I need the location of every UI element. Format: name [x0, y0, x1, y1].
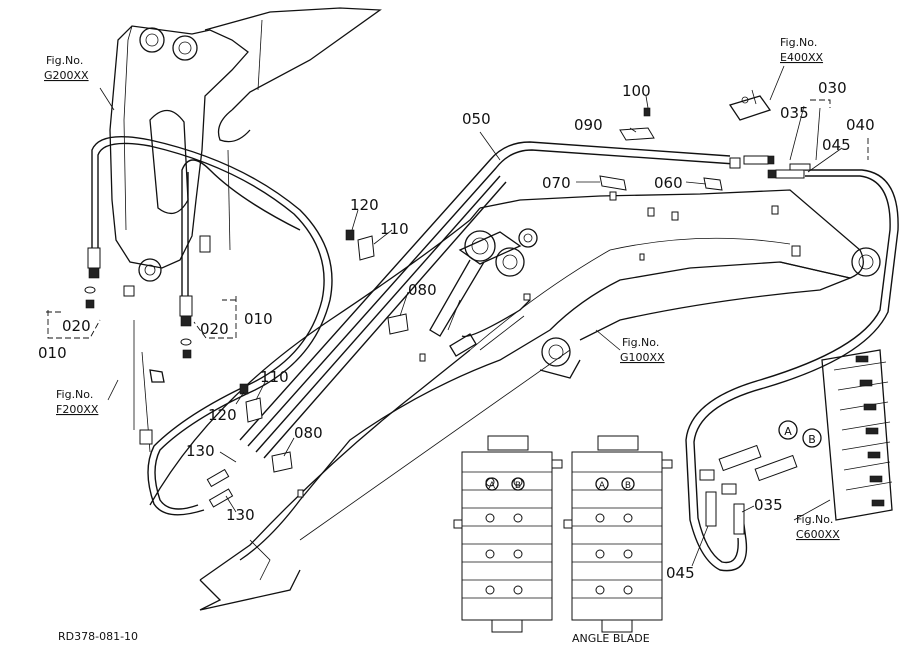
fig-ref-g100-code: G100XX — [620, 351, 665, 364]
callout-070: 070 — [542, 174, 571, 192]
callout-035-top: 035 — [780, 104, 809, 122]
callout-010-left: 010 — [38, 344, 67, 362]
callout-020-right: 020 — [200, 320, 229, 338]
callout-045-bottom: 045 — [666, 564, 695, 582]
callout-130-upper: 130 — [186, 442, 215, 460]
port-a-label: A — [784, 425, 792, 438]
valve-hoses — [685, 169, 899, 572]
callout-020-left: 020 — [62, 317, 91, 335]
bracket-hoses — [91, 135, 333, 516]
port-a-marker: A — [778, 420, 798, 440]
drawing-number: RD378-081-10 — [58, 630, 138, 643]
callout-035-bottom: 035 — [754, 496, 783, 514]
callout-030: 030 — [818, 79, 847, 97]
fig-ref-g200-code: G200XX — [44, 69, 89, 82]
fig-ref-g200-label: Fig.No. — [46, 54, 83, 67]
boom-cylinder — [429, 191, 801, 357]
boom-pipes — [239, 141, 736, 459]
callout-120-upper: 120 — [350, 196, 379, 214]
callouts: 010 020 020 010 030 035 040 045 050 060 … — [38, 79, 875, 582]
valve2-port-a: A — [599, 481, 606, 491]
boom — [149, 189, 881, 611]
clamps — [206, 107, 723, 508]
callout-040: 040 — [846, 116, 875, 134]
callout-060: 060 — [654, 174, 683, 192]
angle-blade-label: ANGLE BLADE — [572, 632, 650, 645]
left-fittings — [84, 247, 193, 359]
callout-045-top: 045 — [822, 136, 851, 154]
callout-100: 100 — [622, 82, 651, 100]
fig-ref-c600-label: Fig.No. — [796, 513, 833, 526]
top-fittings — [728, 89, 811, 179]
valve1-port-b: B — [515, 481, 521, 491]
figure-refs: Fig.No. G200XX Fig.No. F200XX Fig.No. E4… — [44, 36, 840, 541]
callout-080-lower: 080 — [294, 424, 323, 442]
port-b-label: B — [808, 433, 816, 446]
valve-schematic-2: A B — [563, 435, 673, 633]
callout-110-lower: 110 — [260, 368, 289, 386]
callout-110-upper: 110 — [380, 220, 409, 238]
fig-ref-f200-code: F200XX — [56, 403, 99, 416]
callout-080-upper: 080 — [408, 281, 437, 299]
callout-120-lower: 120 — [208, 406, 237, 424]
callout-130-lower: 130 — [226, 506, 255, 524]
fig-ref-g100-label: Fig.No. — [622, 336, 659, 349]
callout-050: 050 — [462, 110, 491, 128]
fig-ref-e400-code: E400XX — [780, 51, 823, 64]
fig-ref-f200-label: Fig.No. — [56, 388, 93, 401]
valve-schematic-1: A B — [453, 435, 563, 633]
leader-lines — [46, 65, 869, 567]
callout-010-right: 010 — [244, 310, 273, 328]
fig-ref-e400-label: Fig.No. — [780, 36, 817, 49]
control-valve-assembly — [699, 349, 893, 535]
swing-bracket — [109, 7, 382, 453]
valve1-port-a: A — [489, 481, 496, 491]
port-b-marker: B — [802, 428, 822, 448]
valve2-port-b: B — [625, 481, 631, 491]
fig-ref-c600-code: C600XX — [796, 528, 840, 541]
callout-090: 090 — [574, 116, 603, 134]
